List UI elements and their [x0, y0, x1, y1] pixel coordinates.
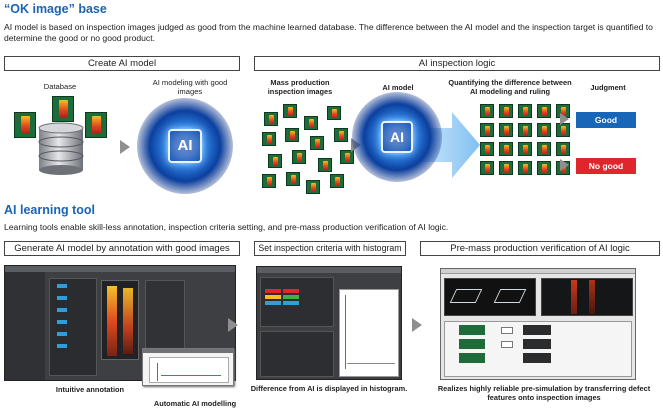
quantified-image-grid	[480, 104, 572, 180]
inspection-image	[268, 154, 282, 168]
grid-image	[556, 142, 570, 156]
grid-image	[480, 123, 494, 137]
judgment-label: Judgment	[590, 83, 626, 92]
panel-header-histogram: Set inspection criteria with histogram	[254, 241, 406, 256]
arrow-right-icon	[560, 113, 569, 125]
caption-intuitive-annotation: Intuitive annotation	[55, 385, 125, 394]
database-sample-image	[14, 112, 36, 138]
create-ai-model-header: Create AI model	[4, 56, 240, 71]
inspection-image	[262, 174, 276, 188]
grid-image	[499, 123, 513, 137]
inspection-image	[310, 136, 324, 150]
grid-image	[480, 161, 494, 175]
ai-chip-icon: AI	[168, 129, 202, 163]
database-icon	[38, 122, 84, 175]
inspection-image	[286, 172, 300, 186]
grid-image	[499, 104, 513, 118]
histogram-tool-screenshot	[256, 266, 402, 380]
inspection-image	[334, 128, 348, 142]
ai-chip-icon: AI	[381, 121, 413, 153]
mass-production-label: Mass production inspection images	[267, 78, 333, 96]
section-description-ok-image: AI model is based on inspection images j…	[4, 22, 653, 43]
inspection-image	[306, 180, 320, 194]
grid-image	[537, 104, 551, 118]
grid-image	[537, 161, 551, 175]
arrow-right-icon	[228, 318, 238, 332]
section-description-ai-learning-tool: Learning tools enable skill-less annotat…	[4, 222, 449, 232]
ai-model-label: AI model	[382, 83, 414, 92]
database-sample-image	[52, 96, 74, 122]
grid-image	[537, 123, 551, 137]
grid-image	[480, 142, 494, 156]
ai-model-orb: AI	[352, 92, 442, 182]
grid-image	[537, 142, 551, 156]
judgment-no-good-badge: No good	[576, 158, 636, 174]
panel-header-verification: Pre-mass production verification of AI l…	[420, 241, 660, 256]
inspection-image	[330, 174, 344, 188]
auto-modeling-popup	[142, 348, 234, 386]
grid-image	[499, 142, 513, 156]
caption-automatic-modelling: Automatic AI modelling	[153, 399, 237, 408]
caption-verification: Realizes highly reliable pre-simulation …	[437, 384, 651, 402]
inspection-image	[264, 112, 278, 126]
grid-image	[499, 161, 513, 175]
inspection-image	[318, 158, 332, 172]
inspection-image	[340, 150, 354, 164]
judgment-good-badge: Good	[576, 112, 636, 128]
inspection-image	[292, 150, 306, 164]
inspection-image	[304, 116, 318, 130]
ai-modeling-label: AI modeling with good images	[152, 78, 228, 96]
database-label: Database	[43, 82, 77, 91]
arrow-right-icon	[120, 140, 130, 154]
section-title-ok-image: “OK image” base	[4, 2, 107, 16]
caption-histogram: Difference from AI is displayed in histo…	[250, 384, 408, 393]
grid-image	[518, 104, 532, 118]
annotation-tool-screenshot	[4, 265, 236, 381]
inspection-image	[327, 106, 341, 120]
ai-model-orb: AI	[137, 98, 233, 194]
panel-header-annotation: Generate AI model by annotation with goo…	[4, 241, 240, 256]
inspection-image	[262, 132, 276, 146]
grid-image	[480, 104, 494, 118]
verification-tool-screenshot	[440, 268, 636, 380]
arrow-right-icon	[412, 318, 422, 332]
grid-image	[518, 142, 532, 156]
ai-inspection-logic-header: AI inspection logic	[254, 56, 660, 71]
grid-image	[518, 161, 532, 175]
section-title-ai-learning-tool: AI learning tool	[4, 203, 95, 217]
quantify-label: Quantifying the difference between AI mo…	[448, 78, 572, 96]
arrow-right-icon	[560, 159, 569, 171]
grid-image	[518, 123, 532, 137]
inspection-image	[283, 104, 297, 118]
grid-image	[556, 123, 570, 137]
database-sample-image	[85, 112, 107, 138]
inspection-image	[285, 128, 299, 142]
